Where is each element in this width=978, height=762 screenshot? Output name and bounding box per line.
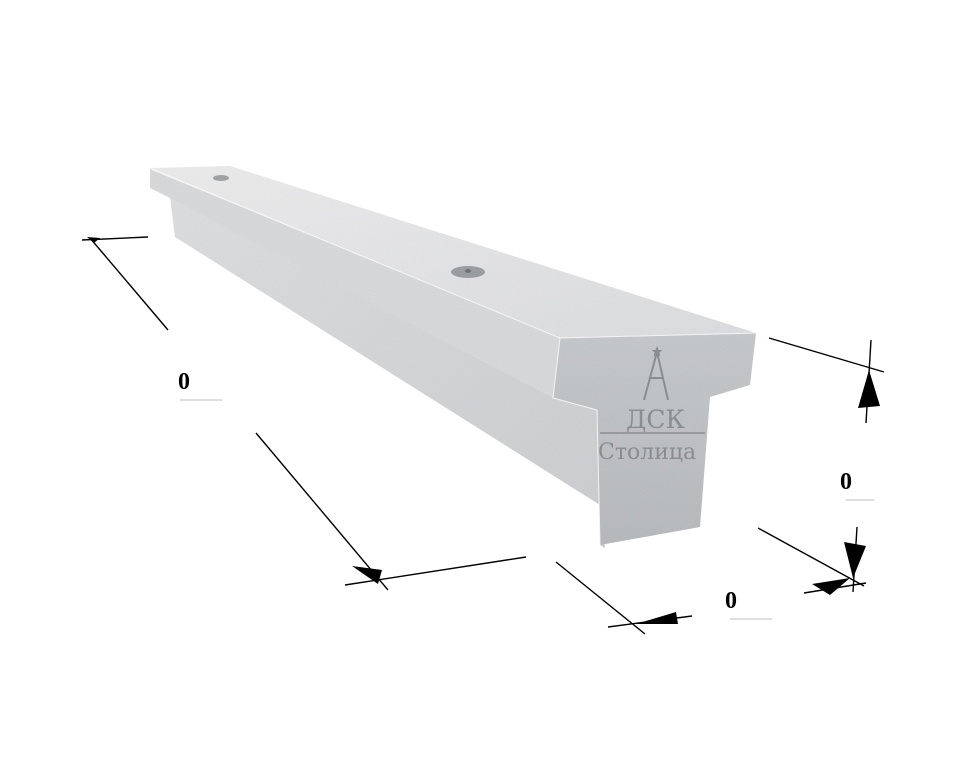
arrowhead-icon — [87, 237, 100, 243]
top-holes — [213, 175, 485, 278]
width-extension-left — [555, 561, 646, 635]
tower-icon — [643, 351, 669, 401]
height-extension-top — [768, 337, 885, 373]
arrowhead-icon — [636, 612, 678, 624]
beam-side-face — [170, 197, 605, 548]
logo-line-2: Столица — [598, 440, 696, 465]
height-dimension — [768, 337, 885, 593]
arrowhead-icon — [858, 370, 880, 408]
brand-logo: ДСК Столица — [598, 346, 705, 465]
width-dimension-label: 0 — [725, 588, 737, 614]
length-dimension-line-upper — [89, 237, 169, 331]
length-dimension — [81, 236, 527, 591]
logo-line-1: ДСК — [626, 405, 685, 434]
height-dimension-ghost: —— — [845, 492, 875, 507]
hole-icon — [213, 175, 229, 181]
concrete-beam — [150, 166, 756, 548]
width-extension-right — [757, 527, 865, 587]
height-dimension-label: 0 — [840, 469, 852, 495]
beam-edges — [149, 167, 757, 546]
arrowhead-icon — [844, 542, 866, 578]
length-dimension-ghost: ——— — [179, 392, 223, 407]
length-dimension-line-lower — [255, 432, 389, 591]
beam-end-face — [553, 333, 756, 545]
star-icon — [651, 346, 663, 357]
length-dimension-label: 0 — [178, 369, 190, 395]
width-dimension-ghost: ——— — [729, 611, 773, 626]
arrowhead-icon — [352, 566, 382, 584]
arrowhead-icon — [812, 578, 850, 595]
beam-flange-side — [150, 168, 560, 398]
beam-top-face — [150, 166, 756, 338]
